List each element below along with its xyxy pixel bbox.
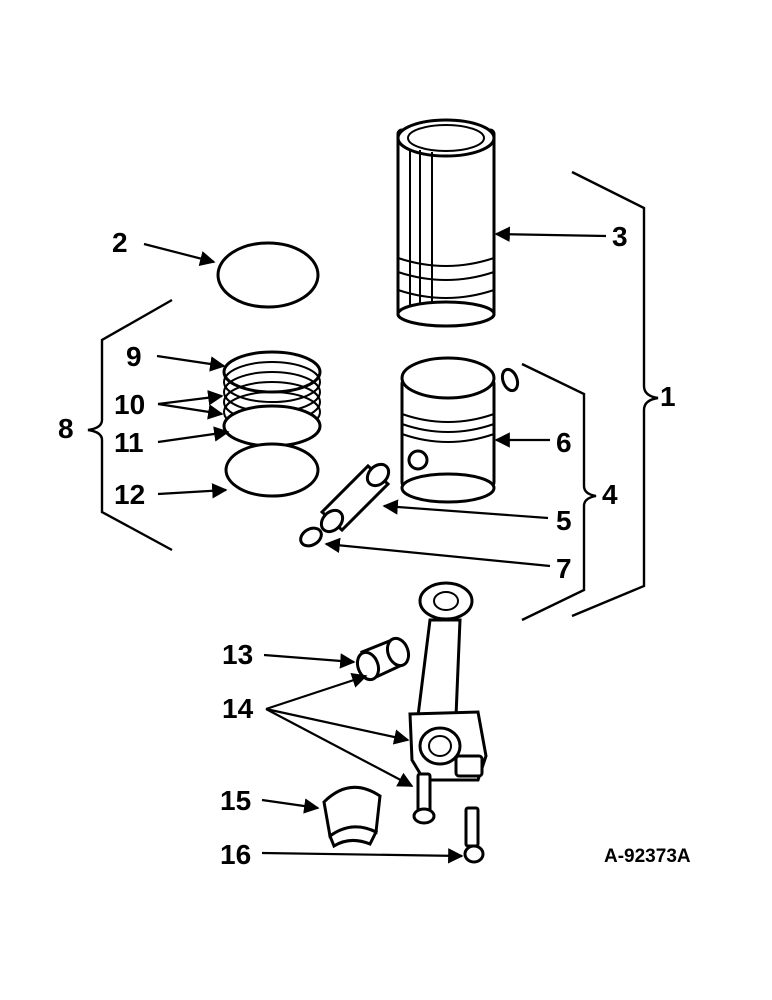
leader-16 xyxy=(261,848,464,864)
callout-8: 8 xyxy=(58,413,74,444)
leader-10a xyxy=(157,390,224,406)
bracket-1 xyxy=(571,170,659,618)
callout-9: 9 xyxy=(126,341,142,372)
callout-2: 2 xyxy=(112,227,128,258)
bushing xyxy=(355,636,411,682)
bracket-4 xyxy=(521,362,597,622)
leader-14c xyxy=(265,708,414,787)
leader-2 xyxy=(143,242,216,267)
piston-pin xyxy=(319,462,391,534)
callout-11: 11 xyxy=(114,427,144,458)
piston xyxy=(400,356,496,504)
rod-bolt xyxy=(412,772,436,825)
callout-1: 1 xyxy=(660,381,676,412)
leader-11 xyxy=(157,426,230,444)
leader-15 xyxy=(261,798,320,814)
cylinder-sleeve xyxy=(396,118,496,328)
callout-10: 10 xyxy=(114,389,145,420)
seal-ring-12 xyxy=(224,442,320,498)
callout-4: 4 xyxy=(602,479,618,510)
leader-7 xyxy=(324,537,551,568)
bracket-8 xyxy=(87,298,173,552)
callout-6: 6 xyxy=(556,427,572,458)
callout-16: 16 xyxy=(220,839,251,870)
rod-nut-bolt xyxy=(463,806,485,864)
retainer-ring-top xyxy=(500,367,520,393)
callout-14: 14 xyxy=(222,693,254,724)
callout-7: 7 xyxy=(556,553,572,584)
leader-5 xyxy=(382,499,549,520)
leader-10b xyxy=(157,402,224,420)
leader-3 xyxy=(494,226,607,242)
callout-12: 12 xyxy=(114,479,145,510)
callout-5: 5 xyxy=(556,505,572,536)
connecting-rod xyxy=(408,581,488,782)
callout-13: 13 xyxy=(222,639,253,670)
leader-12 xyxy=(157,483,228,499)
figure-reference: A-92373A xyxy=(604,846,691,867)
callout-3: 3 xyxy=(612,221,628,252)
piston-rings xyxy=(222,350,322,448)
leader-9 xyxy=(156,354,226,372)
pin-retainer xyxy=(299,526,323,548)
leader-14a xyxy=(265,673,368,711)
bearing-shells xyxy=(322,785,382,849)
leader-14b xyxy=(265,707,410,745)
sleeve-seal-ring xyxy=(216,241,320,309)
leader-13 xyxy=(263,653,356,669)
callout-15: 15 xyxy=(220,785,251,816)
